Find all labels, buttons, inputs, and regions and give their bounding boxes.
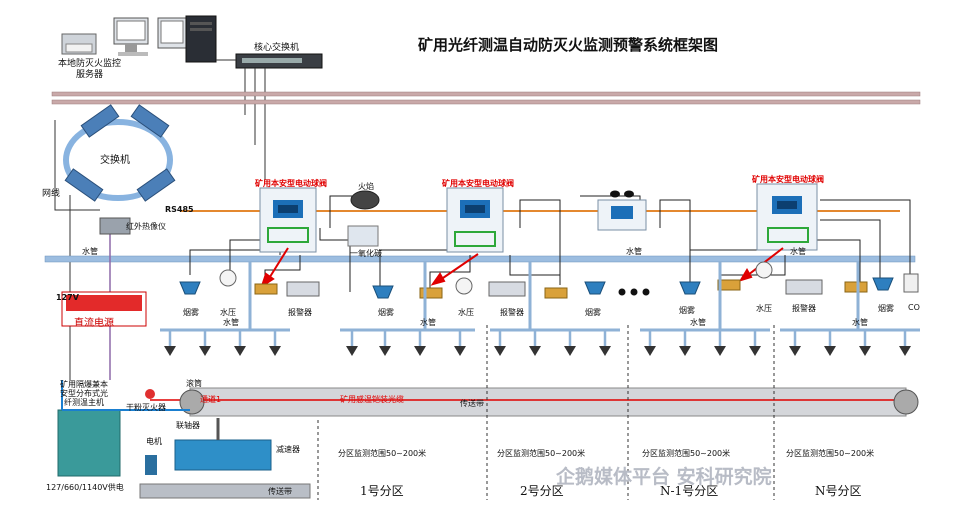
- zone-range-1: 分区监测范围50~200米: [338, 449, 427, 458]
- water-pipe-label-2: 水管: [626, 247, 642, 256]
- coupling-label: 联轴器: [176, 421, 200, 430]
- water-pipe-label-7: 水管: [852, 318, 868, 327]
- smoke-label-1: 烟雾: [183, 308, 199, 317]
- roller-label: 滚筒: [186, 379, 202, 388]
- valve-controller-2: [446, 187, 504, 253]
- alarm-label-1: 报警器: [288, 308, 312, 317]
- switch-ring: [63, 104, 176, 202]
- conveyor-belt-label: 传送带: [268, 487, 292, 496]
- water-pipe-label-3: 水管: [790, 247, 806, 256]
- ir-camera-icon: [99, 217, 131, 235]
- upper-pipes: [51, 91, 921, 105]
- fiber-label: 矿用感温铠装光缆: [340, 395, 404, 404]
- co-sensor-label: 一氧化碳: [350, 249, 382, 258]
- zone-name-3: N-1号分区: [660, 484, 719, 498]
- valve-label-2: 矿用本安型电动球阀: [442, 179, 514, 188]
- water-pressure-label-1: 水压: [220, 308, 236, 317]
- network-line-label: 网线: [42, 189, 61, 199]
- conveyor-belt: [189, 387, 907, 417]
- host-label: 矿用隔爆兼本 安型分布式光 纤测温主机: [60, 380, 108, 407]
- voltage-label: 127V: [56, 293, 79, 302]
- switch-label: 交换机: [100, 155, 130, 166]
- water-pressure-label-2: 水压: [458, 308, 474, 317]
- ir-camera-label: 红外热像仪: [126, 222, 166, 231]
- water-pipe-label-6: 水管: [690, 318, 706, 327]
- rs485-label: RS485: [165, 205, 194, 214]
- zone-range-4: 分区监测范围50~200米: [786, 449, 875, 458]
- zone-name-4: N号分区: [815, 484, 862, 498]
- dc-power-label: 直流电源: [74, 318, 114, 329]
- valve-label-1: 矿用本安型电动球阀: [255, 179, 327, 188]
- watermark: 企鹅媒体平台 安科研究院: [556, 466, 772, 488]
- water-pipe-label-4: 水管: [223, 318, 239, 327]
- page-title: 矿用光纤测温自动防灭火监测预警系统框架图: [418, 36, 719, 54]
- conveyor-label: 传送带: [460, 399, 484, 408]
- channel-label: 通道1: [200, 395, 222, 404]
- zone-range-2: 分区监测范围50~200米: [497, 449, 586, 458]
- alarm-label-3: 报警器: [792, 304, 816, 313]
- flame-label: 火焰: [358, 182, 374, 191]
- reducer-icon: [174, 439, 272, 471]
- smoke-label-4: 烟雾: [679, 306, 695, 315]
- core-switch-icon: [235, 53, 323, 69]
- water-pipe-label-1: 水管: [82, 247, 98, 256]
- valve-controller-3: [756, 183, 818, 251]
- smoke-label-2: 烟雾: [378, 308, 394, 317]
- valve-label-3: 矿用本安型电动球阀: [752, 175, 824, 184]
- host-icon: [57, 409, 121, 477]
- valve-controller-1: [259, 187, 317, 253]
- monitor-box-middle: [597, 199, 647, 231]
- smoke-label-3: 烟雾: [585, 308, 601, 317]
- motor-label: 电机: [146, 437, 162, 446]
- main-water-pipe: [44, 255, 916, 263]
- zone-name-2: 2号分区: [520, 484, 564, 498]
- reducer-label: 减速器: [276, 445, 300, 454]
- dry-powder-label: 干粉灭火器: [126, 403, 166, 412]
- server-group-icon: [61, 15, 217, 63]
- alarm-label-2: 报警器: [500, 308, 524, 317]
- smoke-label-5: 烟雾: [878, 304, 894, 313]
- co-label: CO: [908, 303, 920, 312]
- supply-label: 127/660/1140V供电: [46, 483, 124, 492]
- water-pipe-label-5: 水管: [420, 318, 436, 327]
- zone-range-3: 分区监测范围50~200米: [642, 449, 731, 458]
- core-switch-label: 核心交换机: [254, 43, 300, 53]
- server-label: 本地防灭火监控 服务器: [58, 59, 122, 80]
- zone-name-1: 1号分区: [360, 484, 404, 498]
- water-pressure-label-3: 水压: [756, 304, 772, 313]
